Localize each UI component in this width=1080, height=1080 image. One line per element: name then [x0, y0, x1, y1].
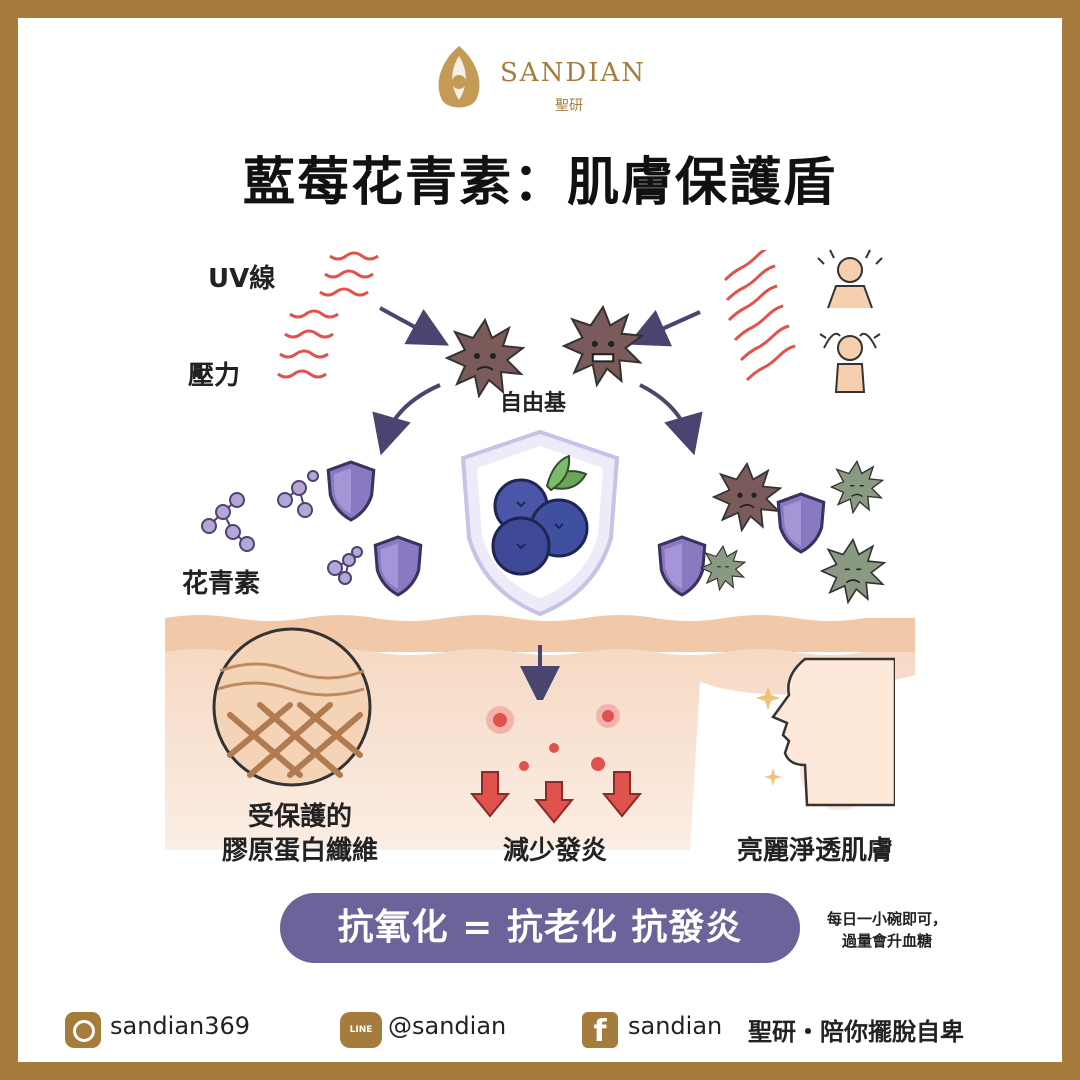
dosage-note: 每日一小碗即可， 過量會升血糖: [812, 908, 962, 952]
free-radical-icon: [445, 318, 525, 398]
shield-icon: [657, 535, 707, 597]
page-title: 藍莓花青素：肌膚保護盾: [242, 153, 837, 213]
brand-slogan: 聖研・陪你擺脫自卑: [748, 1018, 964, 1046]
flow-arrows: [372, 306, 703, 700]
line-handle[interactable]: @sandian: [388, 1012, 507, 1040]
radiant-skin-label: 亮麗淨透肌膚: [736, 836, 893, 866]
anthocyanin-label: 花青素: [182, 569, 261, 599]
inflammation-reduction-icon: [470, 704, 643, 824]
weakened-free-radical-icon: [820, 538, 886, 604]
instagram-icon[interactable]: [65, 1012, 101, 1048]
collagen-label-line2: 膠原蛋白纖維: [221, 836, 378, 866]
brand-name: SANDIAN: [500, 58, 646, 88]
facebook-icon[interactable]: f: [582, 1012, 618, 1049]
shield-icon: [776, 492, 826, 554]
uv-stress-waves-right: [723, 250, 796, 382]
facebook-handle[interactable]: sandian: [628, 1012, 723, 1040]
line-icon[interactable]: LINE: [340, 1012, 382, 1048]
antioxidant-banner: 抗氧化 = 抗老化 抗發炎: [280, 893, 800, 963]
inflammation-label: 減少發炎: [502, 836, 607, 866]
sandian-logo-icon: [438, 46, 480, 108]
dosage-note-line2: 過量會升血糖: [841, 932, 932, 950]
collagen-label-line1: 受保護的: [247, 802, 352, 832]
collagen-fiber-icon: [212, 627, 372, 787]
stressed-person-icon: [817, 249, 883, 393]
radiant-face-icon: [756, 657, 895, 807]
free-radical-label: 自由基: [500, 391, 567, 416]
shield-icon: [373, 535, 423, 597]
uv-stress-waves-left: [277, 251, 379, 379]
stress-label: 壓力: [188, 361, 241, 391]
blueberry-shield-icon: [460, 429, 620, 617]
weakened-free-radical-icon: [700, 545, 746, 591]
instagram-handle[interactable]: sandian369: [110, 1012, 251, 1040]
free-radical-icon: [712, 462, 782, 532]
brand-subtitle: 聖研: [555, 98, 583, 114]
dosage-note-line1: 每日一小碗即可，: [826, 910, 947, 928]
weakened-free-radical-icon: [830, 460, 884, 514]
uv-label: UV線: [208, 264, 276, 294]
angry-free-radical-icon: [562, 305, 644, 387]
shield-icon: [326, 460, 376, 522]
anthocyanin-molecules: [201, 470, 363, 585]
